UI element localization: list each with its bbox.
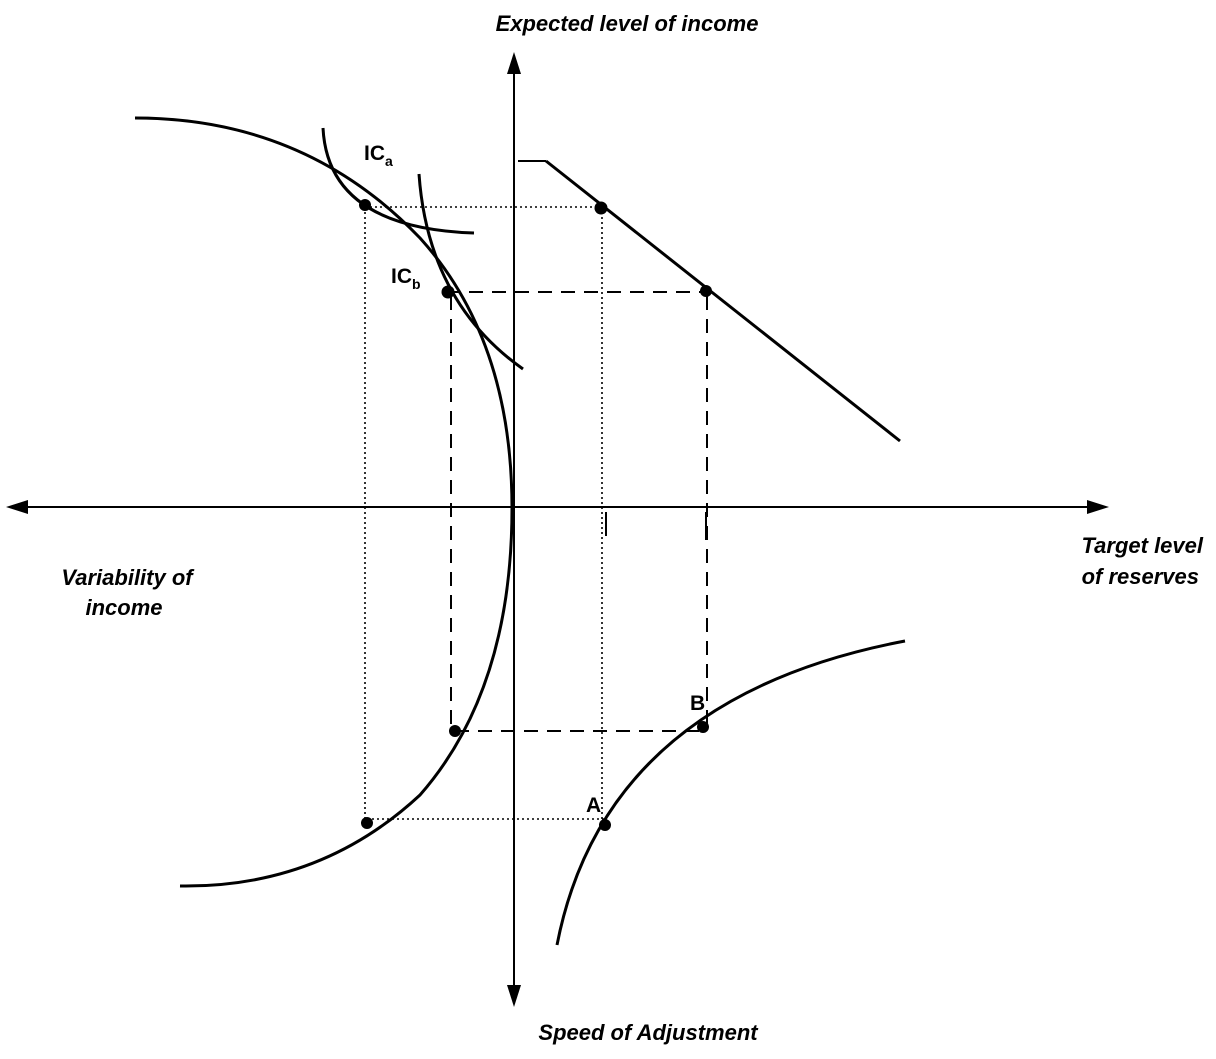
projection-lines-b (446, 291, 708, 732)
adjustment-curve (555, 639, 906, 946)
horizontal-axis-left-arrowhead (6, 500, 28, 514)
tangency-point-a (359, 199, 371, 211)
budget-point-a (594, 201, 608, 215)
label-ic-a-main: IC (364, 142, 385, 165)
vertical-axis-top-arrowhead (507, 52, 521, 74)
label-point-b: B (690, 692, 705, 715)
label-ic-a-sub: a (385, 153, 393, 169)
x-axis-left-title-line1: Variability of (61, 565, 195, 590)
label-point-a: A (586, 794, 601, 817)
frontier-point-b-lower (449, 725, 461, 737)
indifference-curve-b (417, 173, 524, 371)
axes (6, 52, 1109, 1007)
label-ic-b: ICb (391, 265, 421, 292)
frontier-point-a-lower (361, 817, 373, 829)
budget-point-b (700, 285, 712, 297)
adjustment-point-b (697, 721, 709, 733)
adjustment-point-a (599, 819, 611, 831)
x-axis-right-title-line2: of reserves (1082, 564, 1199, 589)
y-axis-top-title: Expected level of income (496, 11, 759, 36)
x-axis-left-title-line2: income (85, 595, 162, 620)
vertical-axis-bottom-arrowhead (507, 985, 521, 1007)
projection-lines-a (364, 206, 604, 825)
label-ic-b-main: IC (391, 265, 412, 288)
y-axis-bottom-title: Speed of Adjustment (538, 1020, 759, 1045)
label-ic-b-sub: b (412, 276, 421, 292)
points (359, 199, 712, 831)
x-axis-right-title-line1: Target level (1082, 533, 1204, 558)
label-ic-a: ICa (364, 142, 393, 169)
curves (134, 116, 906, 946)
tangency-point-b (441, 285, 455, 299)
horizontal-axis-right-arrowhead (1087, 500, 1109, 514)
